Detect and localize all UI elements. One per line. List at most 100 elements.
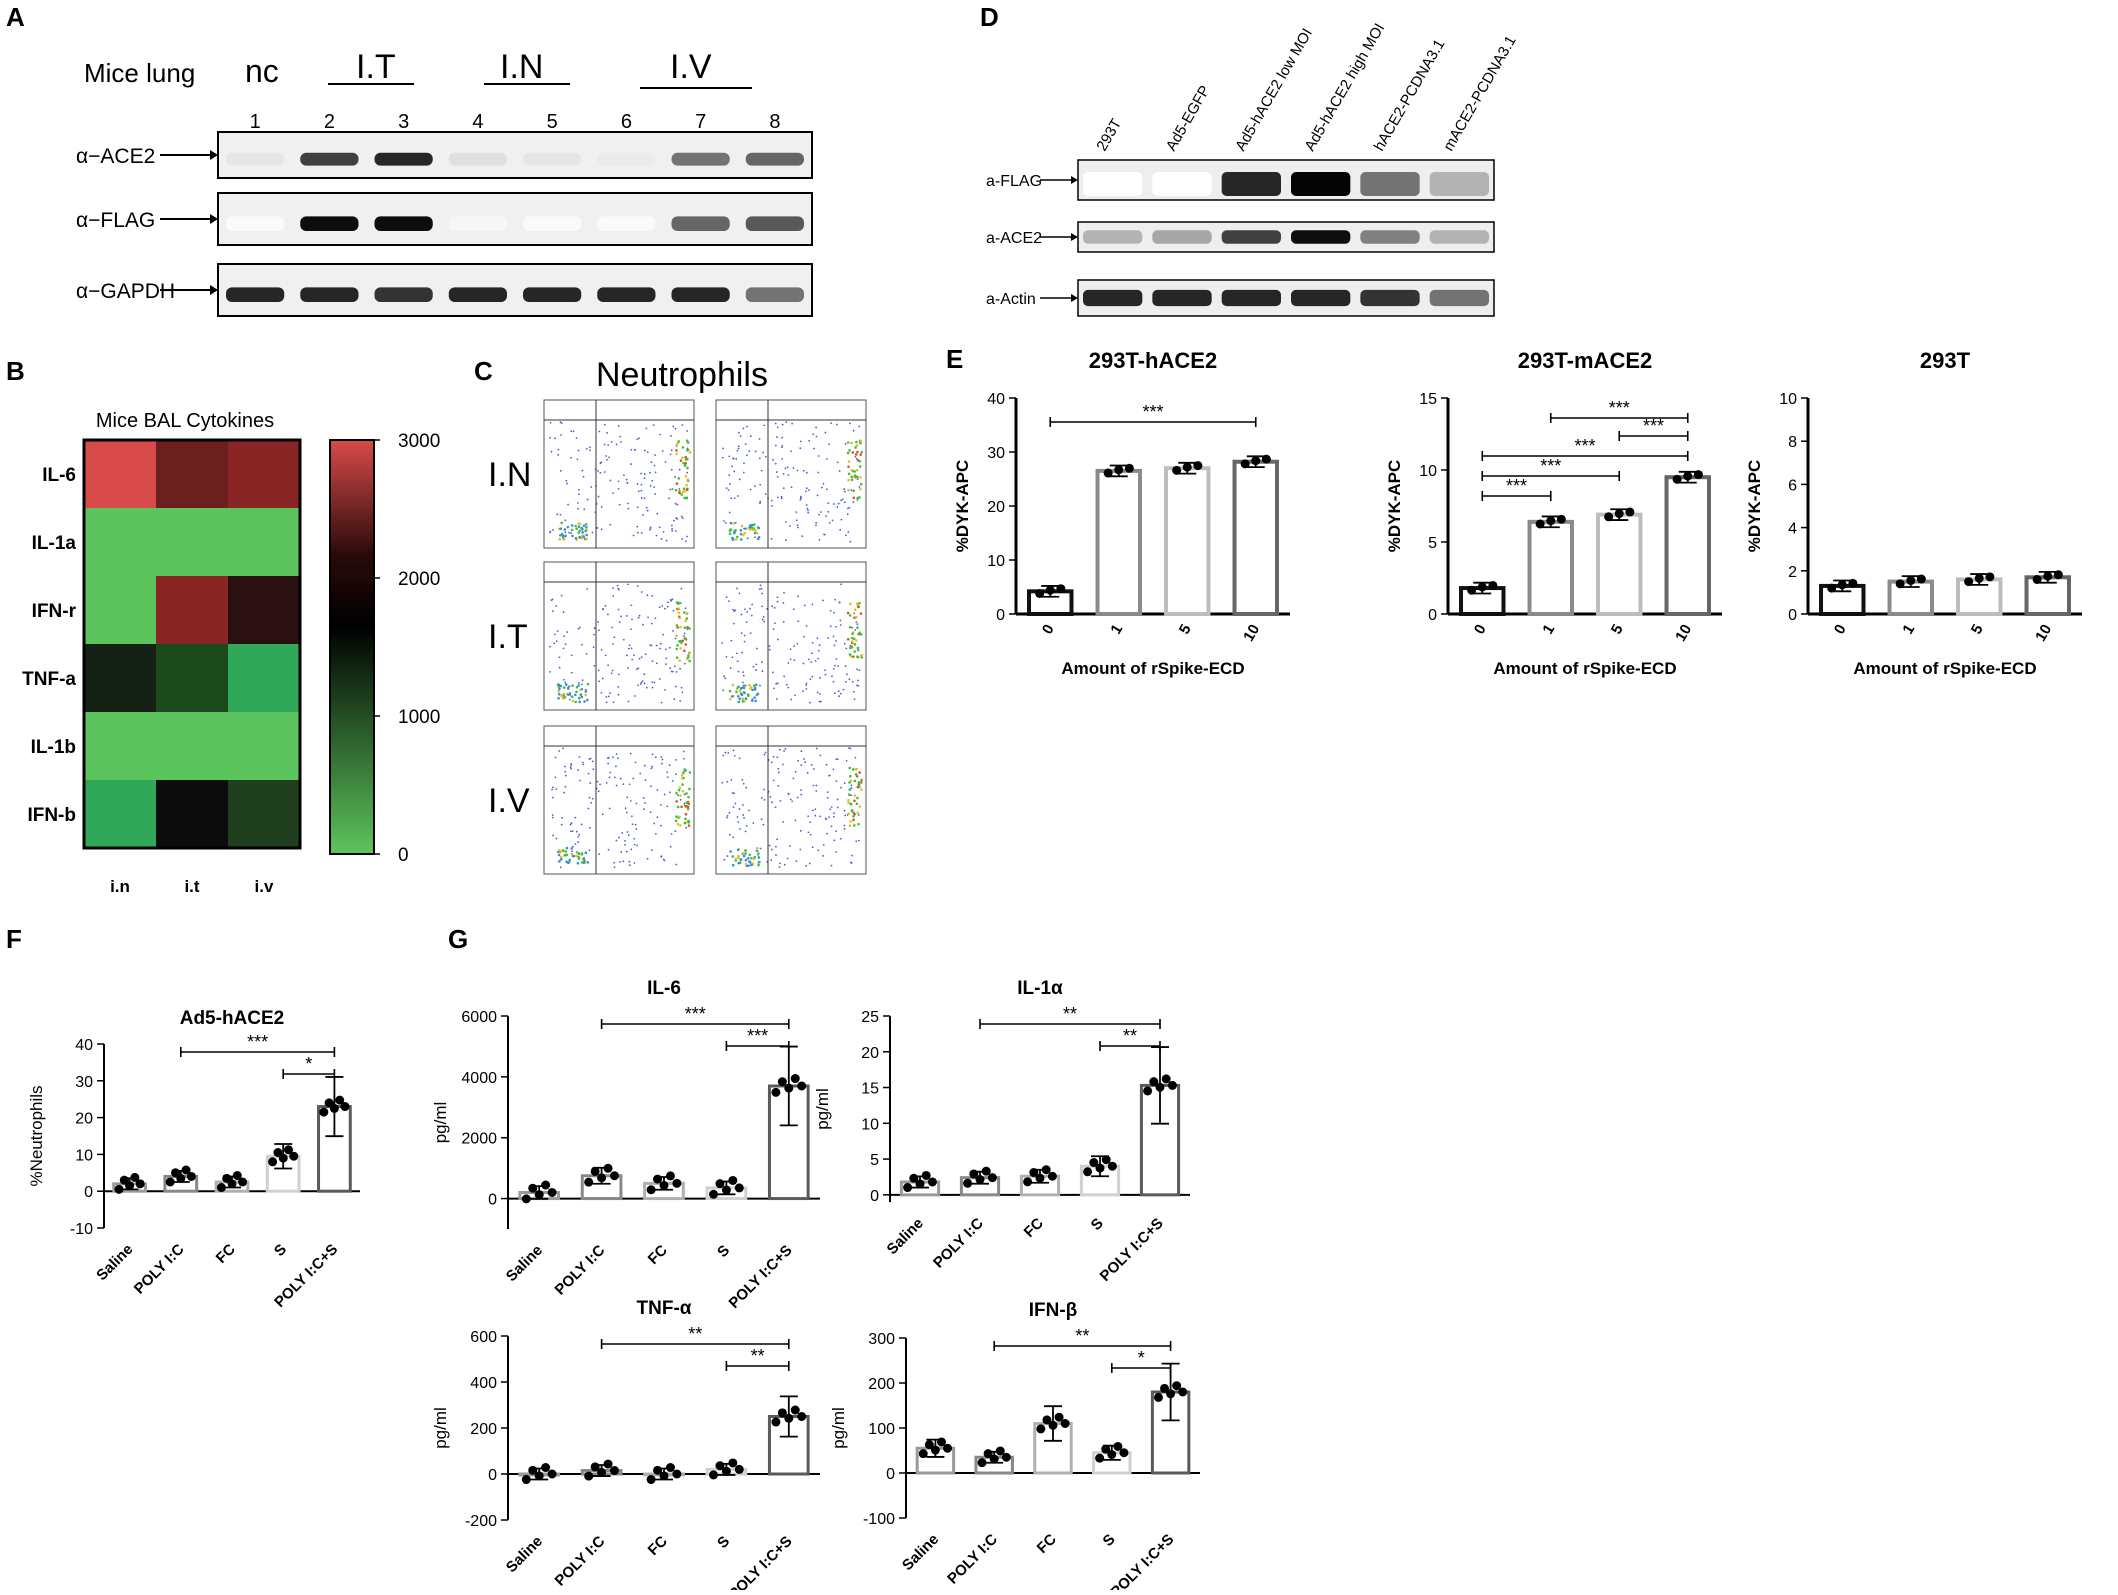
flow-event: [797, 526, 799, 529]
flow-event: [631, 618, 633, 621]
flow-event: [832, 768, 835, 771]
flow-event: [856, 785, 860, 789]
flow-event: [818, 700, 821, 703]
data-point: [963, 1178, 973, 1188]
flow-event: [728, 532, 732, 536]
flow-event: [739, 858, 743, 861]
flow-event: [683, 662, 686, 665]
data-point: [232, 1171, 242, 1181]
flow-event: [856, 623, 859, 626]
flow-event: [856, 605, 860, 608]
heatmap-row-label: IL-1b: [31, 737, 76, 758]
flow-event: [670, 435, 672, 437]
flow-event: [649, 527, 652, 530]
flow-event: [636, 844, 638, 847]
flow-event: [600, 506, 603, 508]
x-tick-label: 1: [1107, 622, 1126, 638]
flow-event: [799, 447, 802, 450]
flow-event: [581, 679, 584, 682]
flow-event: [555, 837, 558, 840]
flow-event: [577, 841, 580, 843]
y-tick-label: 300: [868, 1331, 895, 1348]
flow-event: [630, 848, 633, 851]
flow-event: [670, 524, 673, 527]
flow-event: [751, 688, 754, 692]
flow-event: [815, 524, 817, 527]
flow-event: [728, 811, 731, 814]
flow-event: [722, 447, 724, 450]
data-point: [721, 1185, 731, 1195]
flow-event: [549, 421, 552, 424]
chart-title: 293T-hACE2: [1089, 348, 1217, 373]
flow-event: [686, 466, 689, 470]
blot-band: [1291, 172, 1351, 196]
flow-event: [591, 531, 594, 534]
flow-event: [639, 683, 642, 685]
flow-event: [574, 536, 578, 540]
flow-event: [578, 779, 581, 782]
flow-event: [742, 814, 745, 816]
flow-event: [852, 815, 855, 818]
flow-event: [615, 784, 618, 787]
flow-event: [619, 435, 622, 438]
flow-event: [668, 646, 671, 649]
flow-event: [770, 499, 773, 502]
flow-event: [686, 471, 689, 474]
flow-event: [811, 641, 814, 644]
flow-event: [803, 604, 806, 607]
flow-event: [683, 649, 686, 653]
data-point: [1001, 1452, 1011, 1462]
flow-event: [571, 845, 574, 848]
flow-event: [781, 445, 784, 447]
flow-event: [679, 824, 682, 827]
flow-event: [732, 806, 735, 808]
flow-event: [617, 673, 620, 676]
data-point: [1604, 512, 1614, 522]
flow-event: [753, 696, 756, 699]
flow-event: [807, 511, 810, 514]
flow-event: [677, 440, 681, 443]
flow-event: [564, 774, 567, 777]
x-tick-label: 5: [1176, 622, 1195, 638]
y-tick-label: 10: [861, 1116, 879, 1133]
flow-event: [830, 422, 833, 425]
flow-event: [742, 674, 745, 677]
flow-event: [649, 785, 652, 788]
flow-event: [763, 424, 766, 427]
panel-b-title: Mice BAL Cytokines: [96, 410, 274, 432]
flow-row-label: I.V: [488, 782, 530, 820]
flow-event: [732, 522, 736, 525]
flow-event: [557, 696, 560, 700]
flow-event: [660, 824, 662, 827]
flow-event: [677, 611, 681, 615]
lane-label: Ad5-hACE2 low MOI: [1232, 26, 1316, 154]
chart-title: IL-1α: [1017, 978, 1063, 999]
flow-event: [551, 610, 554, 613]
flow-event: [733, 792, 735, 795]
flow-event: [739, 435, 742, 437]
flow-event: [556, 630, 559, 633]
data-point: [672, 1178, 682, 1188]
flow-event: [683, 635, 685, 637]
flow-event: [668, 497, 670, 500]
blot-band: [374, 216, 433, 231]
flow-event: [839, 528, 842, 531]
flow-event: [677, 794, 679, 797]
data-point: [975, 1175, 985, 1185]
scale-tick-label: 3000: [398, 431, 440, 452]
data-point: [909, 1173, 919, 1183]
flow-event: [564, 681, 567, 684]
flow-event: [677, 788, 681, 792]
flow-event: [823, 533, 825, 536]
flow-event: [849, 803, 853, 806]
flow-event: [762, 615, 765, 618]
flow-event: [602, 607, 605, 610]
flow-event: [789, 648, 792, 651]
panel-a-group-in: I.N: [500, 48, 543, 86]
flow-event: [607, 664, 610, 667]
